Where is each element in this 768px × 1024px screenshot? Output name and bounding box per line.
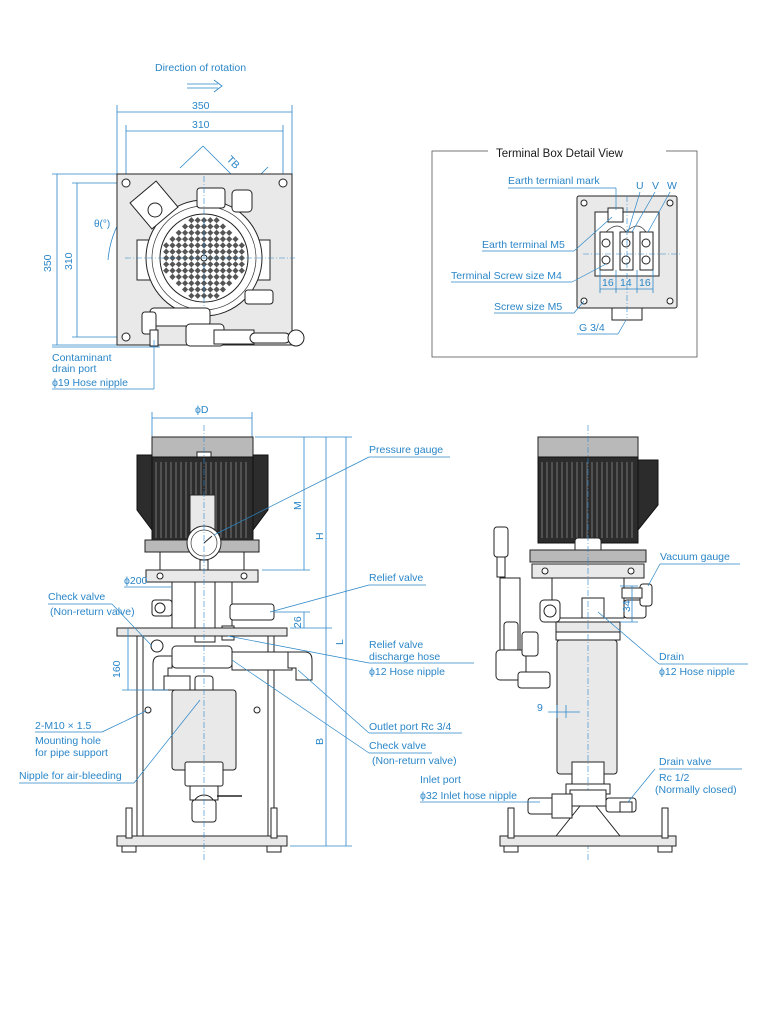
hose-nipple-19-label: ϕ19 Hose nipple — [52, 377, 128, 389]
dim-16b: 16 — [639, 277, 651, 289]
phase-w: W — [667, 180, 677, 192]
g34-label: G 3/4 — [579, 322, 605, 334]
screw-m5-label: Screw size M5 — [494, 301, 562, 313]
bolt-hole — [121, 178, 131, 188]
normally-closed-label: (Normally closed) — [655, 784, 737, 796]
check-valve-2-label: Check valve — [369, 740, 426, 752]
dim-310-height: 310 — [63, 252, 75, 270]
dim-h: H — [314, 532, 326, 540]
inlet-hose-label: ϕ32 Inlet hose nipple — [420, 790, 517, 802]
stand-base-plate — [116, 835, 288, 847]
dim-160: 160 — [111, 660, 123, 678]
dim-14: 14 — [620, 277, 632, 289]
relief-discharge-label-2: discharge hose — [369, 651, 440, 663]
pressure-gauge-label: Pressure gauge — [369, 444, 443, 456]
rc12-label: Rc 1/2 — [659, 772, 690, 784]
drain-valve-label: Drain valve — [659, 756, 712, 768]
dim-34: 34 — [621, 600, 633, 612]
vacuum-gauge-label: Vacuum gauge — [660, 551, 730, 563]
outlet-port-label: Outlet port Rc 3/4 — [369, 721, 451, 733]
dim-tb: TB — [224, 154, 242, 172]
rotation-label: Direction of rotation — [155, 62, 246, 74]
terminal-box-title: Terminal Box Detail View — [496, 148, 624, 160]
dim-b: B — [314, 738, 326, 745]
front-view: ϕD — [19, 404, 474, 860]
screw-m4-label: Terminal Screw size M4 — [451, 270, 562, 282]
side-motor-fins — [541, 462, 633, 538]
inlet-port-label: Inlet port — [420, 774, 461, 786]
dim-l: L — [334, 639, 346, 645]
motor-side-bracket — [136, 454, 153, 532]
dim-310-width: 310 — [192, 119, 210, 131]
dim-350-width: 350 — [192, 100, 210, 112]
dim-350-height: 350 — [42, 254, 54, 272]
phase-v: V — [652, 180, 659, 192]
bolt-hole — [121, 332, 131, 342]
phase-u: U — [636, 180, 644, 192]
non-return-label: (Non-return valve) — [50, 606, 135, 618]
side-view: 34 9 Vacuum gauge Drain ϕ12 Hose nipple … — [420, 425, 748, 860]
terminal-box-detail: Terminal Box Detail View 16 14 16 U — [431, 144, 698, 358]
contaminant-label-2: drain port — [52, 363, 96, 375]
hose-nipple-12-label: ϕ12 Hose nipple — [369, 666, 445, 678]
check-valve-label: Check valve — [48, 591, 105, 603]
non-return-2-label: (Non-return valve) — [372, 755, 457, 767]
dim-16a: 16 — [602, 277, 614, 289]
air-bleeding-label: Nipple for air-bleeding — [19, 770, 122, 782]
relief-valve-label: Relief valve — [369, 572, 423, 584]
dim-m: M — [292, 501, 304, 510]
dim-9: 9 — [537, 702, 543, 714]
mounting-label-1: 2-M10 × 1.5 — [35, 720, 91, 732]
earth-m5-label: Earth terminal M5 — [482, 239, 565, 251]
stand-top-plate — [116, 627, 288, 637]
dim-26: 26 — [292, 616, 304, 628]
relief-discharge-label-1: Relief valve — [369, 639, 423, 651]
dim-theta: θ(°) — [94, 219, 110, 230]
mounting-label-2: Mounting hole — [35, 735, 101, 747]
contaminant-label-1: Contaminant — [52, 352, 112, 364]
top-view: Direction of rotation 350 310 350 310 TB… — [42, 62, 305, 390]
rotation-arrow-icon — [187, 79, 223, 93]
bolt-hole — [278, 178, 288, 188]
drain-label: Drain — [659, 651, 684, 663]
earth-mark-label: Earth termianl mark — [508, 175, 600, 187]
side-base-plate — [499, 835, 677, 847]
side-hose-nipple-12-label: ϕ12 Hose nipple — [659, 666, 735, 678]
dim-phi200: ϕ200 — [124, 575, 148, 587]
mounting-label-3: for pipe support — [35, 747, 108, 759]
dim-phi-d: ϕD — [195, 404, 209, 416]
